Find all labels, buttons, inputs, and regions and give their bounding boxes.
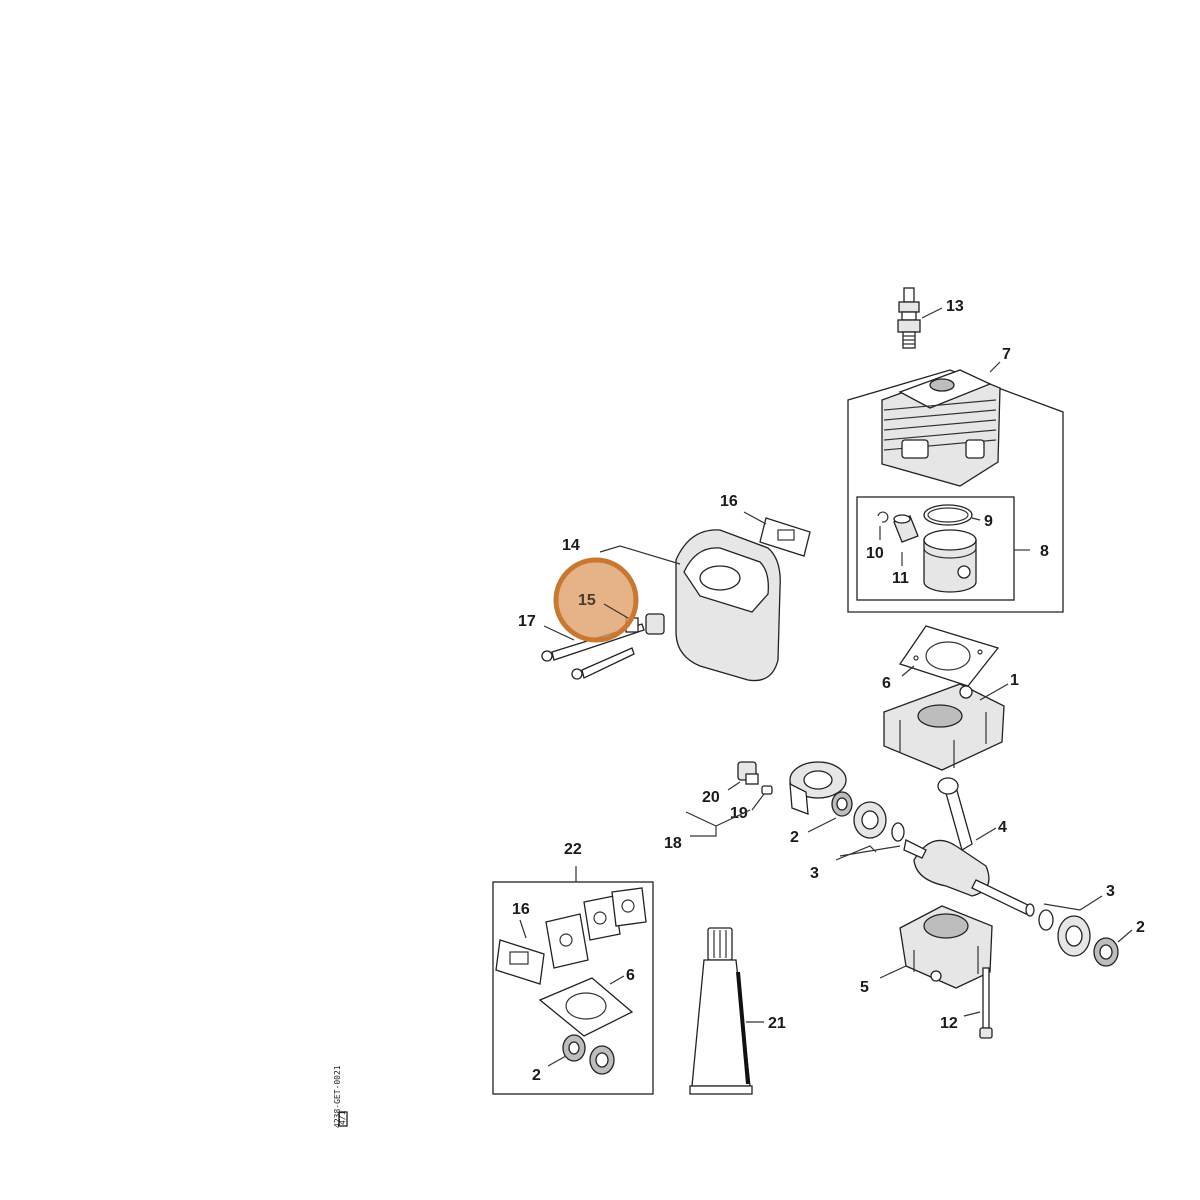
callout-4: 4 bbox=[998, 819, 1007, 836]
leader-4 bbox=[975, 827, 997, 841]
gasket-set-carb-gasket-1[interactable] bbox=[545, 913, 589, 969]
svg-text:4238-GET-0021: 4238-GET-0021 bbox=[333, 1065, 342, 1128]
callout-3a: 3 bbox=[810, 865, 819, 882]
leader-15 bbox=[603, 603, 629, 619]
callout-7: 7 bbox=[1002, 346, 1011, 363]
callout-8: 8 bbox=[1040, 543, 1049, 560]
callout-16a: 16 bbox=[720, 493, 738, 510]
leader-12 bbox=[963, 1011, 981, 1017]
callout-2c: 2 bbox=[532, 1067, 541, 1084]
crankcase-half-part[interactable] bbox=[883, 683, 1005, 771]
leader-1 bbox=[979, 683, 1009, 701]
callout-1: 1 bbox=[1010, 672, 1019, 689]
leader-13 bbox=[921, 307, 943, 319]
piston-kit-box bbox=[856, 496, 1015, 601]
cylinder-gasket-part[interactable] bbox=[898, 625, 1000, 687]
callout-13: 13 bbox=[946, 298, 964, 315]
cylinder-part[interactable] bbox=[881, 369, 1001, 487]
gasket-set-muffler-gasket[interactable] bbox=[495, 939, 545, 985]
callout-16b: 16 bbox=[512, 901, 530, 918]
drawing-code: 4238-GET-0021 bbox=[333, 1065, 342, 1128]
crankcase-screw-part[interactable] bbox=[979, 967, 993, 1039]
callout-3b: 3 bbox=[1106, 883, 1115, 900]
shim-ring-part[interactable] bbox=[891, 822, 905, 842]
leader-19 bbox=[751, 793, 765, 811]
callout-20: 20 bbox=[702, 789, 720, 806]
gasket-set-box bbox=[492, 881, 654, 1095]
grease-tube-part[interactable] bbox=[689, 927, 753, 1095]
ball-bearing-right-part[interactable] bbox=[1057, 915, 1091, 957]
gasket-set-oil-seal-2[interactable] bbox=[589, 1045, 615, 1075]
sensor-screw-part[interactable] bbox=[761, 785, 773, 795]
gasket-set-cylinder-gasket[interactable] bbox=[538, 977, 634, 1037]
callout-2b: 2 bbox=[1136, 919, 1145, 936]
leader-9 bbox=[971, 517, 981, 521]
leader-7 bbox=[989, 361, 1001, 373]
callout-22: 22 bbox=[564, 841, 582, 858]
crankshaft-part[interactable] bbox=[903, 777, 1035, 917]
gasket-set-carb-gasket-2[interactable] bbox=[583, 895, 621, 941]
highlight-circle bbox=[553, 557, 639, 643]
leader-3b bbox=[1043, 895, 1103, 911]
leader-17 bbox=[543, 625, 575, 641]
callout-9: 9 bbox=[984, 513, 993, 530]
callout-5: 5 bbox=[860, 979, 869, 996]
leader-20 bbox=[727, 781, 741, 791]
callout-6a: 6 bbox=[882, 675, 891, 692]
callout-10: 10 bbox=[866, 545, 884, 562]
callout-17: 17 bbox=[518, 613, 536, 630]
drawing-code-box bbox=[338, 1111, 348, 1127]
spark-plug-part[interactable] bbox=[897, 287, 921, 349]
callout-12: 12 bbox=[940, 1015, 958, 1032]
cylinder-group-outline bbox=[847, 369, 1064, 613]
circlip-part[interactable] bbox=[877, 511, 889, 523]
leader-16a bbox=[743, 511, 767, 525]
piston-pin-part[interactable] bbox=[893, 514, 919, 543]
callout-11: 11 bbox=[892, 570, 909, 587]
ball-bearing-part[interactable] bbox=[853, 801, 887, 839]
leader-2c bbox=[547, 1055, 567, 1067]
gasket-set-carb-gasket-3[interactable] bbox=[611, 887, 647, 927]
callout-18: 18 bbox=[664, 835, 682, 852]
callout-21: 21 bbox=[768, 1015, 786, 1032]
crankcase-lower-part[interactable] bbox=[899, 905, 993, 989]
leader-5 bbox=[879, 965, 907, 979]
piston-part[interactable] bbox=[923, 529, 977, 593]
drawing-code-box-label: 4/1 bbox=[338, 1110, 347, 1125]
gasket-set-oil-seal-1[interactable] bbox=[562, 1034, 586, 1062]
leader-16b bbox=[519, 919, 527, 939]
muffler-gasket-part[interactable] bbox=[759, 517, 811, 557]
muffler-screw-part[interactable] bbox=[571, 647, 635, 680]
callout-6b: 6 bbox=[626, 967, 635, 984]
leader-3a bbox=[835, 845, 901, 861]
leader-2a bbox=[807, 817, 837, 833]
leader-6b bbox=[609, 975, 625, 985]
oil-seal-right-part[interactable] bbox=[1093, 937, 1119, 967]
sensor-part[interactable] bbox=[737, 761, 759, 785]
callout-2a: 2 bbox=[790, 829, 799, 846]
leader-18 bbox=[685, 809, 751, 837]
leader-14 bbox=[599, 545, 681, 565]
shim-ring-right-part[interactable] bbox=[1038, 909, 1054, 931]
muffler-part[interactable] bbox=[675, 529, 781, 682]
callout-19: 19 bbox=[730, 805, 748, 822]
callout-14: 14 bbox=[562, 537, 580, 554]
leader-2b bbox=[1117, 929, 1133, 943]
leader-6a bbox=[901, 665, 915, 677]
oil-seal-part[interactable] bbox=[831, 791, 853, 817]
callout-15: 15 bbox=[578, 592, 596, 609]
seal-housing-part[interactable] bbox=[789, 761, 847, 815]
